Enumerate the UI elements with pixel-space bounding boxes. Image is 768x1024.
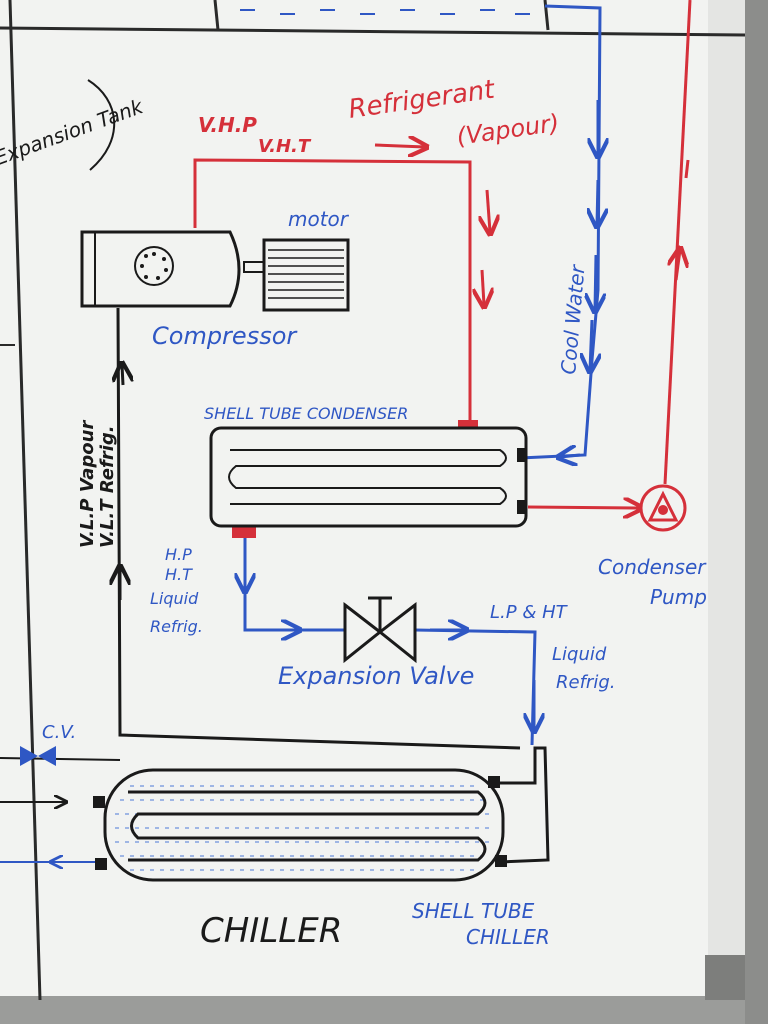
chiller-small-label: CHILLER	[466, 925, 550, 949]
vht-label: V.H.T	[258, 136, 312, 157]
expansion-valve-icon	[343, 596, 417, 664]
shell-tube-condenser-icon	[209, 426, 528, 528]
refrig-right-label: Refrig.	[556, 672, 615, 693]
compressor-label: Compressor	[152, 322, 298, 350]
condenser-pump-label: Condenser	[598, 555, 707, 579]
condenser-pump-icon	[639, 484, 687, 532]
liquid-right-label: Liquid	[552, 644, 607, 665]
expansion-valve-label: Expansion Valve	[278, 662, 474, 690]
chiller-label: CHILLER	[200, 911, 342, 951]
cv-label: C.V.	[42, 722, 76, 743]
lp-ht-label: L.P & HT	[490, 602, 569, 623]
compressor-icon	[80, 230, 265, 308]
vlp-vapour-label: V.L.P Vapour	[77, 420, 98, 548]
shell-tube-chiller-icon	[93, 746, 550, 882]
motor-label: motor	[288, 207, 350, 231]
liquid-label: Liquid	[150, 589, 199, 608]
refrig-label: Refrig.	[150, 617, 203, 636]
hp-label: H.P	[165, 545, 192, 564]
pump-label: Pump	[650, 585, 707, 609]
check-valve-icon	[20, 746, 56, 766]
ht-label: H.T	[165, 565, 193, 584]
condenser-label: SHELL TUBE CONDENSER	[204, 404, 408, 423]
vlt-refrig-label: V.L.T Refrig.	[97, 425, 118, 548]
shell-tube-label: SHELL TUBE	[412, 899, 535, 923]
motor-icon	[262, 238, 350, 312]
vhp-label: V.H.P	[198, 113, 257, 137]
